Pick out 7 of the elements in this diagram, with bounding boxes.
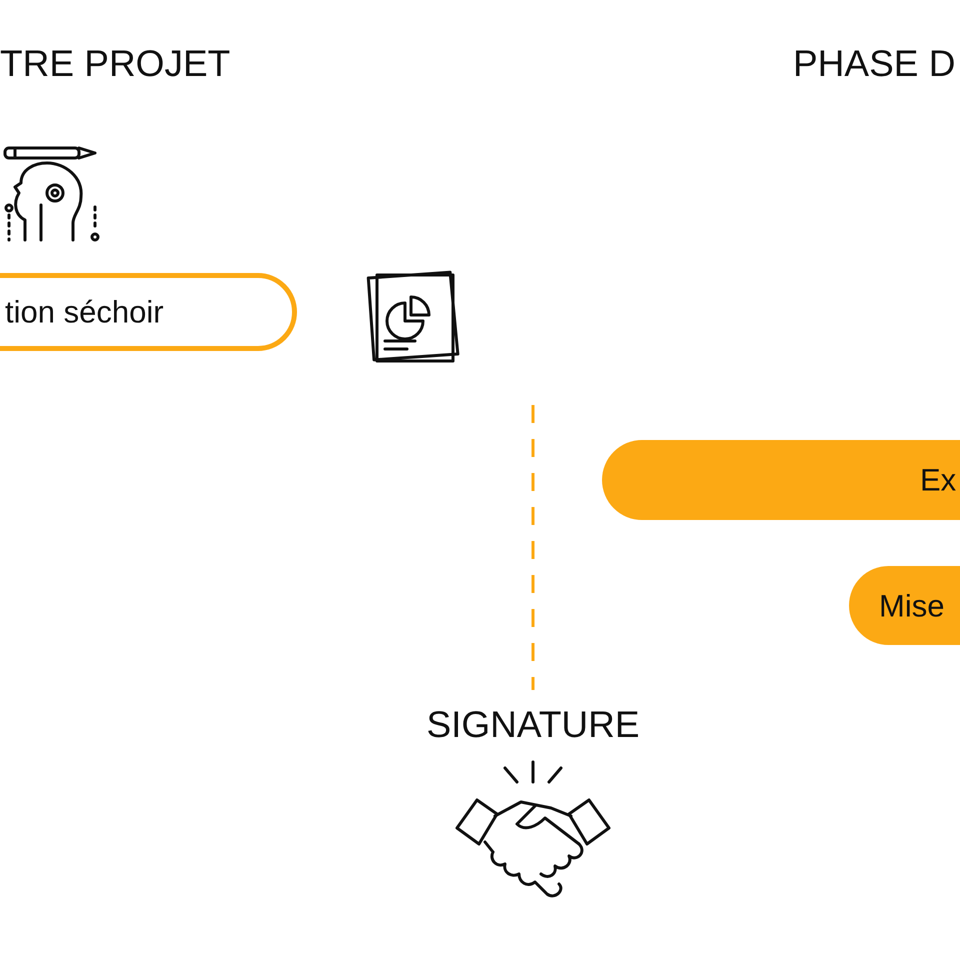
milestone-label: SIGNATURE xyxy=(426,706,640,743)
heading: TRE PROJET xyxy=(0,45,230,82)
heading: PHASE D xyxy=(793,45,956,82)
pill-text: Ex xyxy=(920,464,956,496)
pill-text: tion séchoir xyxy=(5,296,164,328)
phase-pill xyxy=(602,440,960,520)
pill-text: Mise xyxy=(879,590,944,621)
